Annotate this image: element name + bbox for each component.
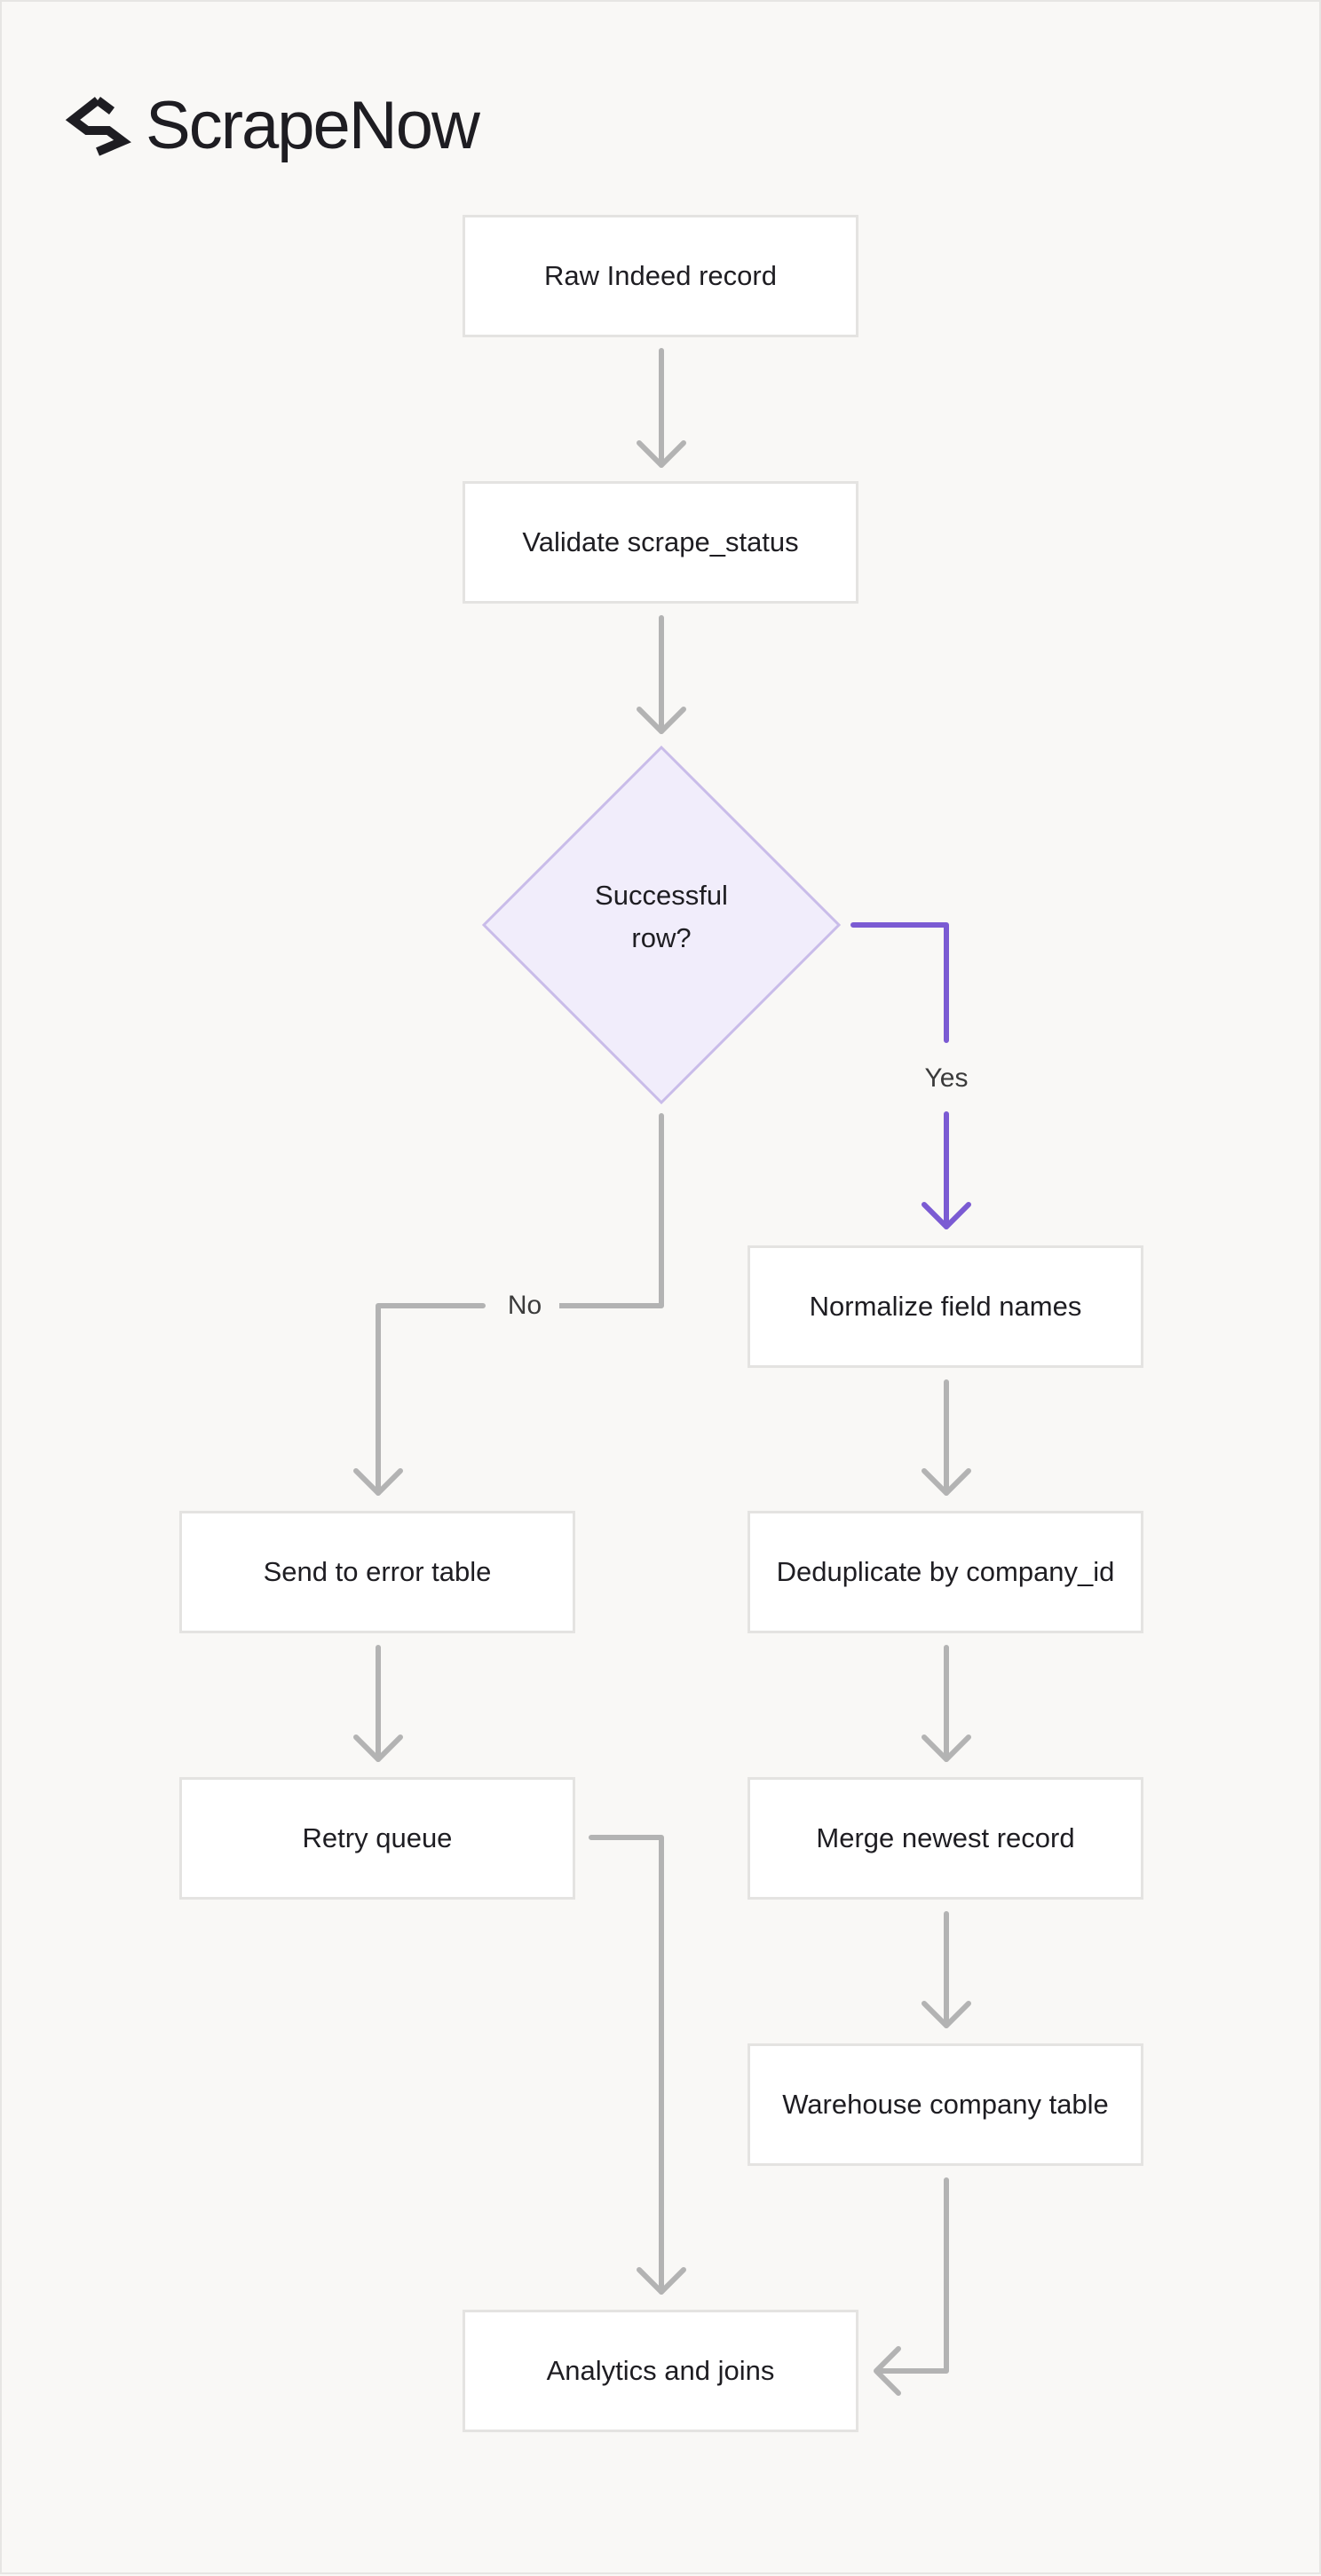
edge-retry-to-analytics (589, 1835, 686, 2295)
node-retry-queue[interactable]: Retry queue (179, 1777, 575, 1900)
node-send-to-error-table[interactable]: Send to error table (179, 1511, 575, 1633)
node-normalize-field-names[interactable]: Normalize field names (748, 1245, 1143, 1368)
edge-warehouse-to-analytics (874, 2177, 949, 2396)
edge-normalize-to-dedupe (922, 1379, 971, 1496)
edge-decision-yes (850, 922, 971, 1229)
node-deduplicate-by-company-id[interactable]: Deduplicate by company_id (748, 1511, 1143, 1633)
edge-validate-to-decision (637, 615, 686, 734)
yes-label: Yes (911, 1061, 982, 1096)
edge-dedupe-to-merge (922, 1645, 971, 1762)
edge-error-to-retry (353, 1645, 403, 1762)
edge-raw-to-validate (637, 348, 686, 468)
scrapenow-logo-icon (65, 97, 131, 156)
node-analytics-and-joins[interactable]: Analytics and joins (463, 2310, 858, 2432)
node-raw-indeed-record[interactable]: Raw Indeed record (463, 215, 858, 337)
decision-label[interactable]: Successful row? (595, 880, 728, 953)
node-merge-newest-record[interactable]: Merge newest record (748, 1777, 1143, 1900)
node-validate-scrape-status[interactable]: Validate scrape_status (463, 481, 858, 604)
edge-merge-to-warehouse (922, 1911, 971, 2028)
brand-logo: ScrapeNow (64, 88, 480, 163)
decision-diamond (481, 745, 842, 1105)
no-label: No (490, 1288, 559, 1324)
node-warehouse-company-table[interactable]: Warehouse company table (748, 2043, 1143, 2166)
edge-decision-no (353, 1113, 664, 1496)
brand-name: ScrapeNow (146, 88, 480, 163)
